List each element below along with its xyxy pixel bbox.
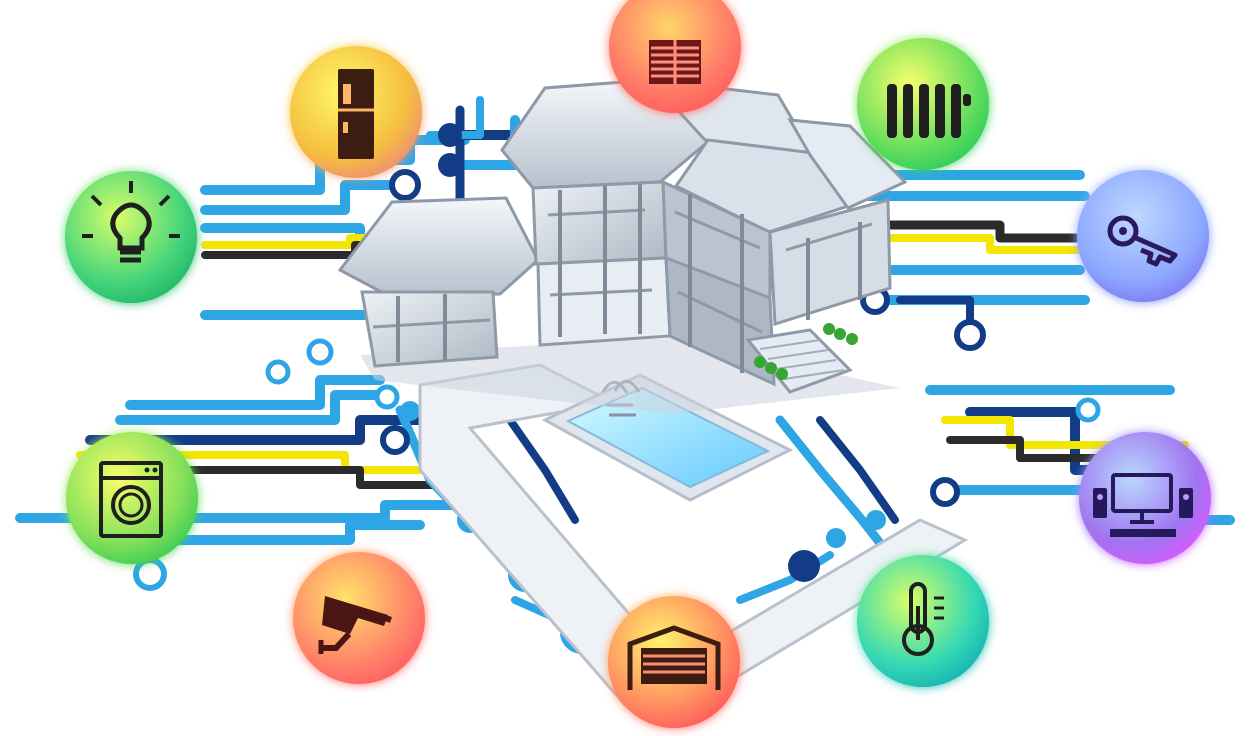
house-main-wing-roof bbox=[673, 138, 851, 234]
trace-center-left-5 bbox=[130, 520, 425, 545]
endpoint-node bbox=[133, 557, 167, 591]
house-stairs bbox=[745, 328, 853, 394]
house-left-roof bbox=[337, 196, 540, 298]
endpoint-node bbox=[788, 550, 820, 582]
endpoint-node bbox=[954, 319, 986, 351]
refrigerator-icon bbox=[290, 46, 422, 178]
endpoint-node bbox=[438, 123, 462, 147]
trace-center-left-yellow bbox=[76, 451, 454, 474]
endpoint-node bbox=[265, 359, 291, 385]
key-icon bbox=[1077, 170, 1209, 302]
trace-center-left-3 bbox=[85, 415, 425, 445]
endpoint-node bbox=[930, 477, 960, 507]
trace-right-center-yellow bbox=[941, 416, 1189, 449]
house-lower-wall-right bbox=[664, 255, 776, 387]
trace-right-black bbox=[855, 220, 1090, 243]
home-theater-icon bbox=[1079, 432, 1211, 564]
thermometer-icon bbox=[857, 555, 989, 687]
washing-machine-icon bbox=[66, 432, 198, 564]
trace-center-left-black bbox=[76, 466, 459, 489]
trace-mesh-4 bbox=[816, 416, 899, 524]
house-balcony-rails bbox=[372, 208, 873, 334]
radiator-icon bbox=[857, 38, 989, 170]
house-plants bbox=[754, 323, 858, 380]
house-model bbox=[337, 78, 908, 414]
trace-center-left-1 bbox=[125, 375, 385, 410]
house-columns bbox=[396, 184, 862, 373]
house-upper-wall bbox=[531, 180, 668, 266]
endpoint-node bbox=[374, 384, 400, 410]
garage-door-icon bbox=[608, 596, 740, 728]
security-camera-icon bbox=[293, 552, 425, 684]
trace-right-yellow bbox=[856, 234, 1084, 254]
endpoint-node bbox=[1075, 397, 1101, 423]
endpoint-node bbox=[380, 425, 410, 455]
house-right-roof bbox=[787, 118, 908, 210]
endpoint-node bbox=[438, 153, 462, 177]
endpoint-node bbox=[866, 510, 886, 530]
endpoint-node bbox=[826, 528, 846, 548]
trace-center-left-2 bbox=[115, 390, 395, 425]
trace-center-left-4 bbox=[15, 500, 475, 523]
endpoint-node bbox=[389, 169, 421, 201]
house-left-wall bbox=[360, 290, 499, 368]
window-shutter-icon bbox=[609, 0, 741, 113]
device-icon-circles bbox=[65, 0, 1211, 728]
endpoint-node bbox=[400, 401, 420, 421]
endpoint-node bbox=[306, 338, 334, 366]
trace-left-blue-2 bbox=[200, 180, 405, 215]
light-bulb-icon bbox=[65, 171, 197, 303]
